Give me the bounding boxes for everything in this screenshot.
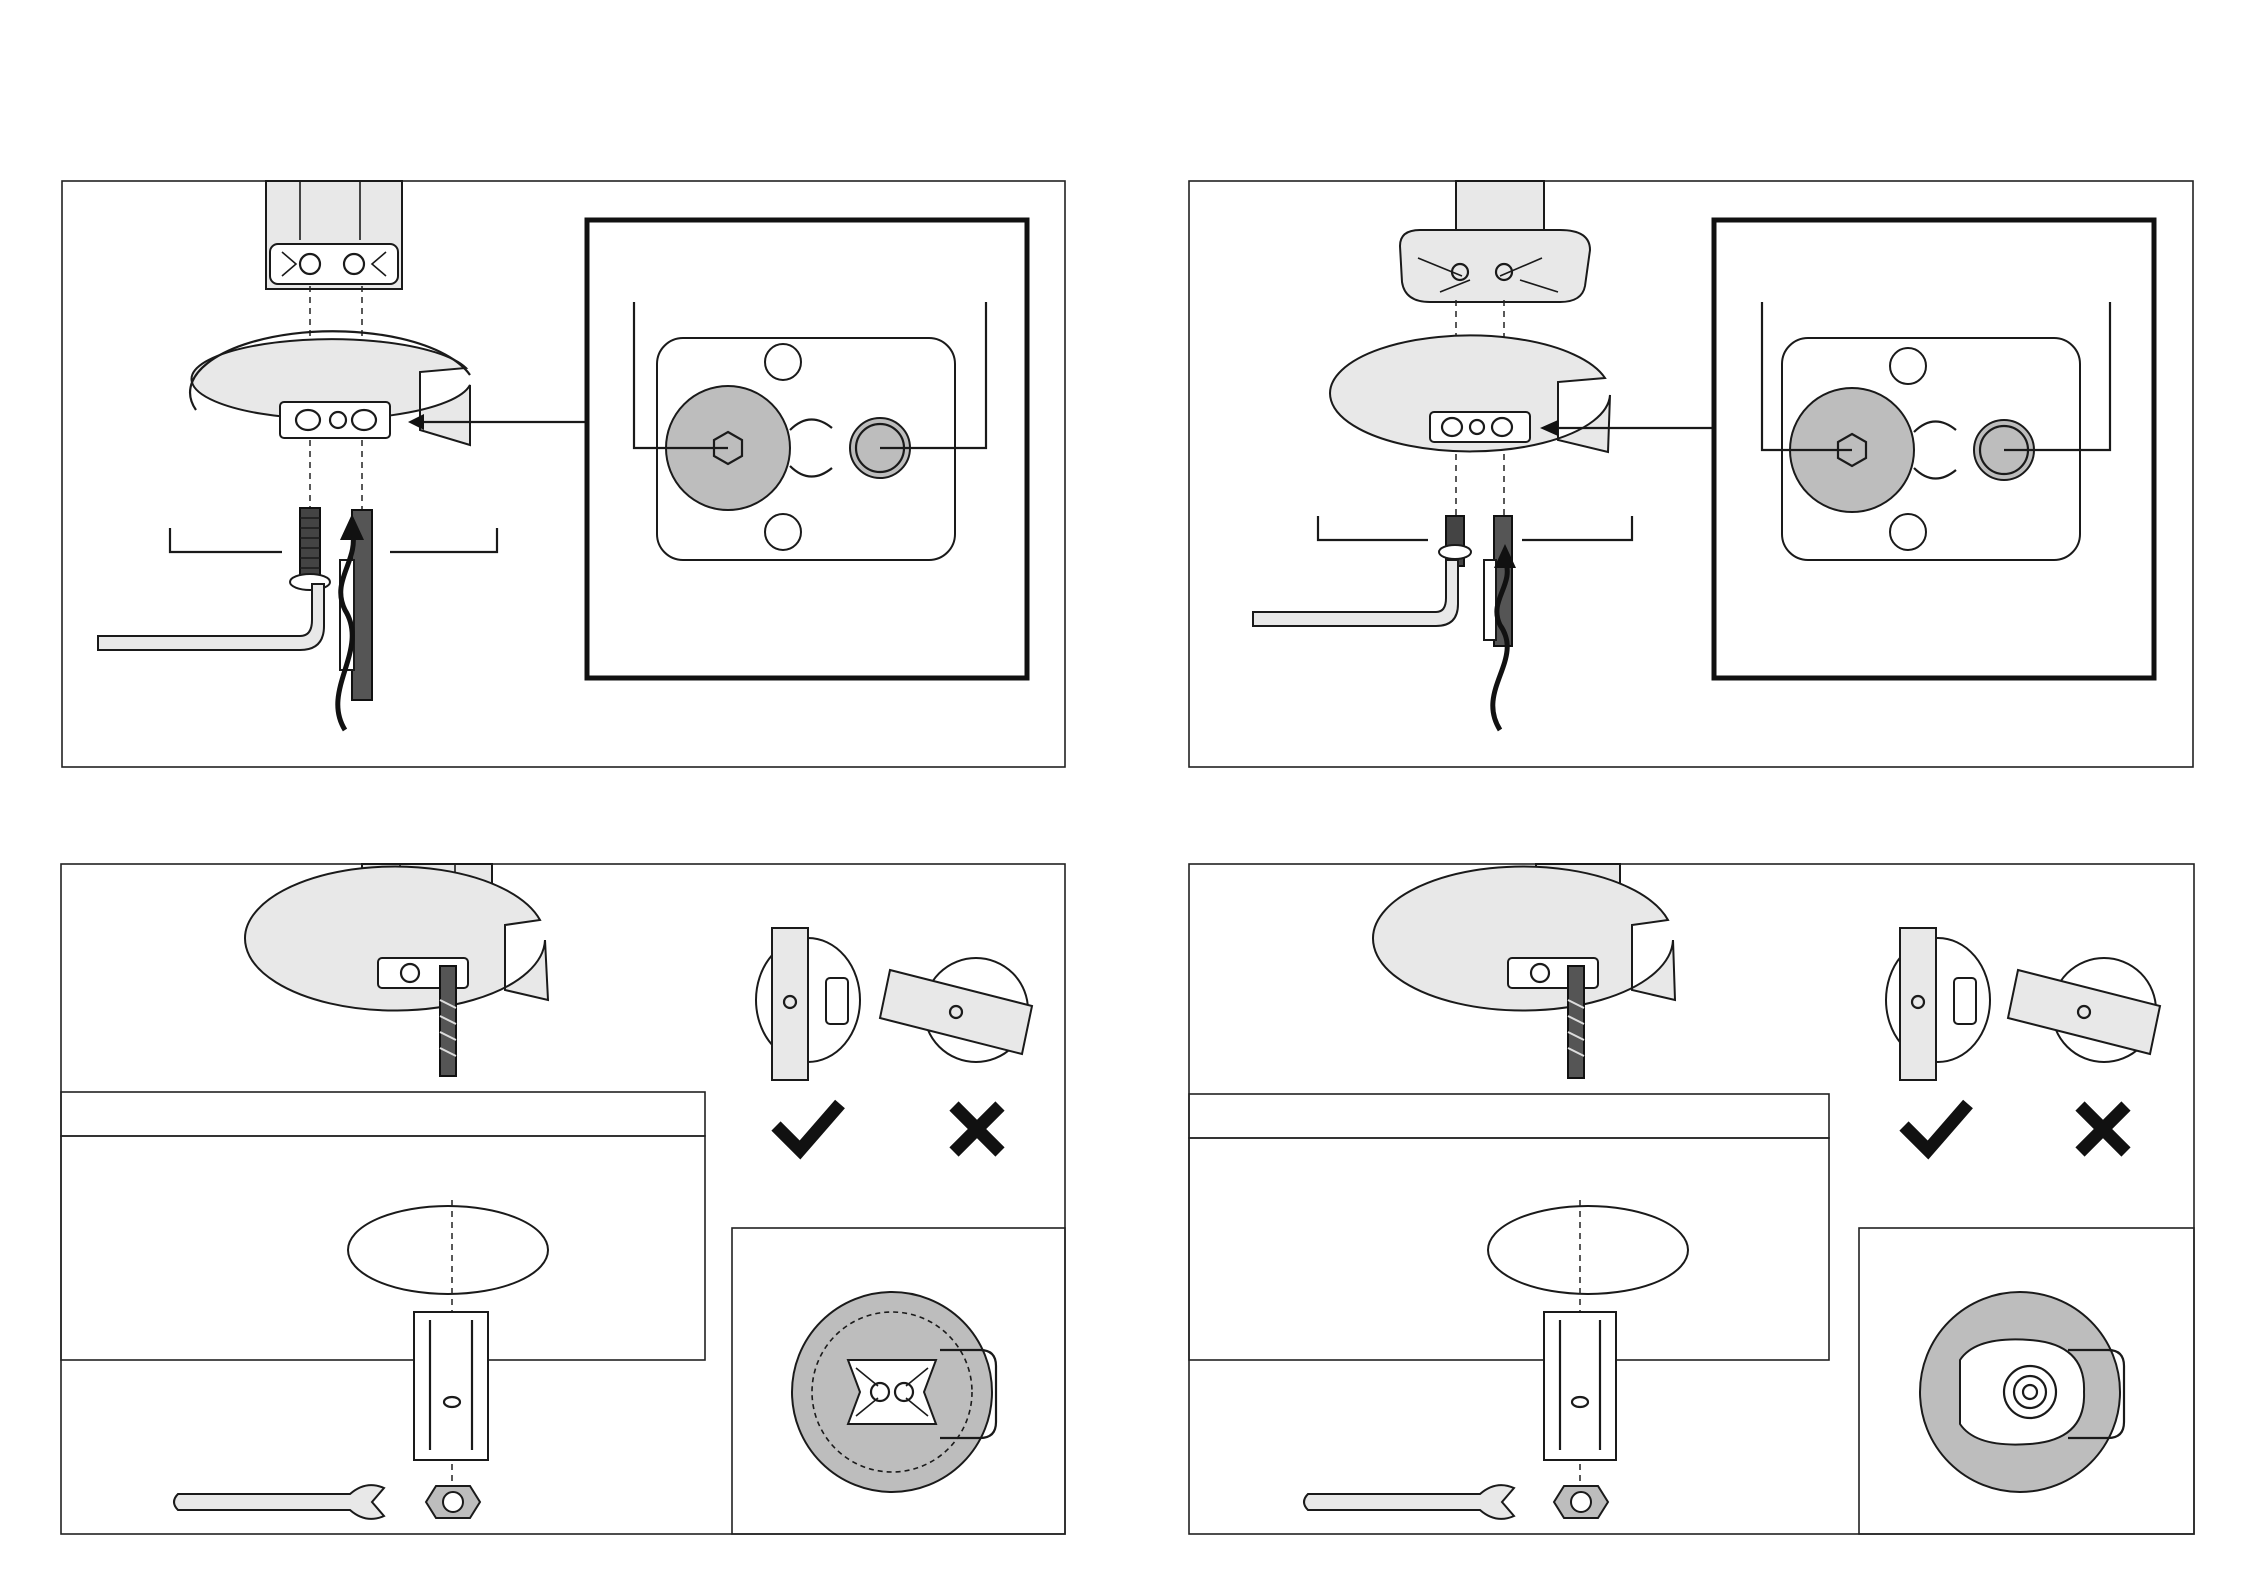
arrow-head <box>408 414 424 430</box>
detail-inset <box>732 1228 1065 1534</box>
cross-mark-icon-2 <box>2080 1106 2126 1152</box>
panel-3 <box>61 864 1065 1534</box>
detail-box <box>587 220 1027 678</box>
bracket-right <box>390 528 497 552</box>
check-mark-icon-2 <box>1904 1104 1968 1150</box>
desk-slab <box>61 1092 705 1360</box>
panel-1 <box>62 181 1065 767</box>
base-plate <box>190 331 470 445</box>
panel-4 <box>1189 864 2194 1534</box>
open-end-wrench-icon-2 <box>1304 1485 1514 1519</box>
detail-box-2 <box>1714 220 2154 678</box>
hex-nut-icon <box>426 1486 480 1518</box>
hub-star <box>848 1360 936 1424</box>
orientation-correct-2 <box>1886 928 1990 1150</box>
hex-key-icon-2 <box>1253 560 1458 626</box>
check-mark-icon <box>776 1104 840 1150</box>
bracket-left <box>170 528 282 552</box>
panel-2 <box>1189 181 2193 767</box>
open-end-wrench-icon <box>174 1485 384 1519</box>
clamp-bracket-2 <box>1544 1312 1616 1460</box>
bar-vertical <box>772 928 808 1080</box>
desk-slab-2 <box>1189 1094 1829 1360</box>
orientation-incorrect-2 <box>2008 958 2160 1152</box>
pole-adapter <box>1400 181 1590 302</box>
hex-key-icon <box>98 584 324 650</box>
hex-nut-icon-2 <box>1554 1486 1608 1518</box>
base-plate-2 <box>1330 335 1610 452</box>
desk-hole <box>348 1206 548 1294</box>
bolt-left <box>290 508 330 590</box>
cross-mark-icon <box>954 1106 1000 1152</box>
pole <box>266 181 402 289</box>
detail-inset-2 <box>1859 1228 2194 1534</box>
orientation-incorrect <box>880 958 1032 1152</box>
clamp-bracket <box>414 1312 488 1460</box>
orientation-correct <box>756 928 860 1150</box>
